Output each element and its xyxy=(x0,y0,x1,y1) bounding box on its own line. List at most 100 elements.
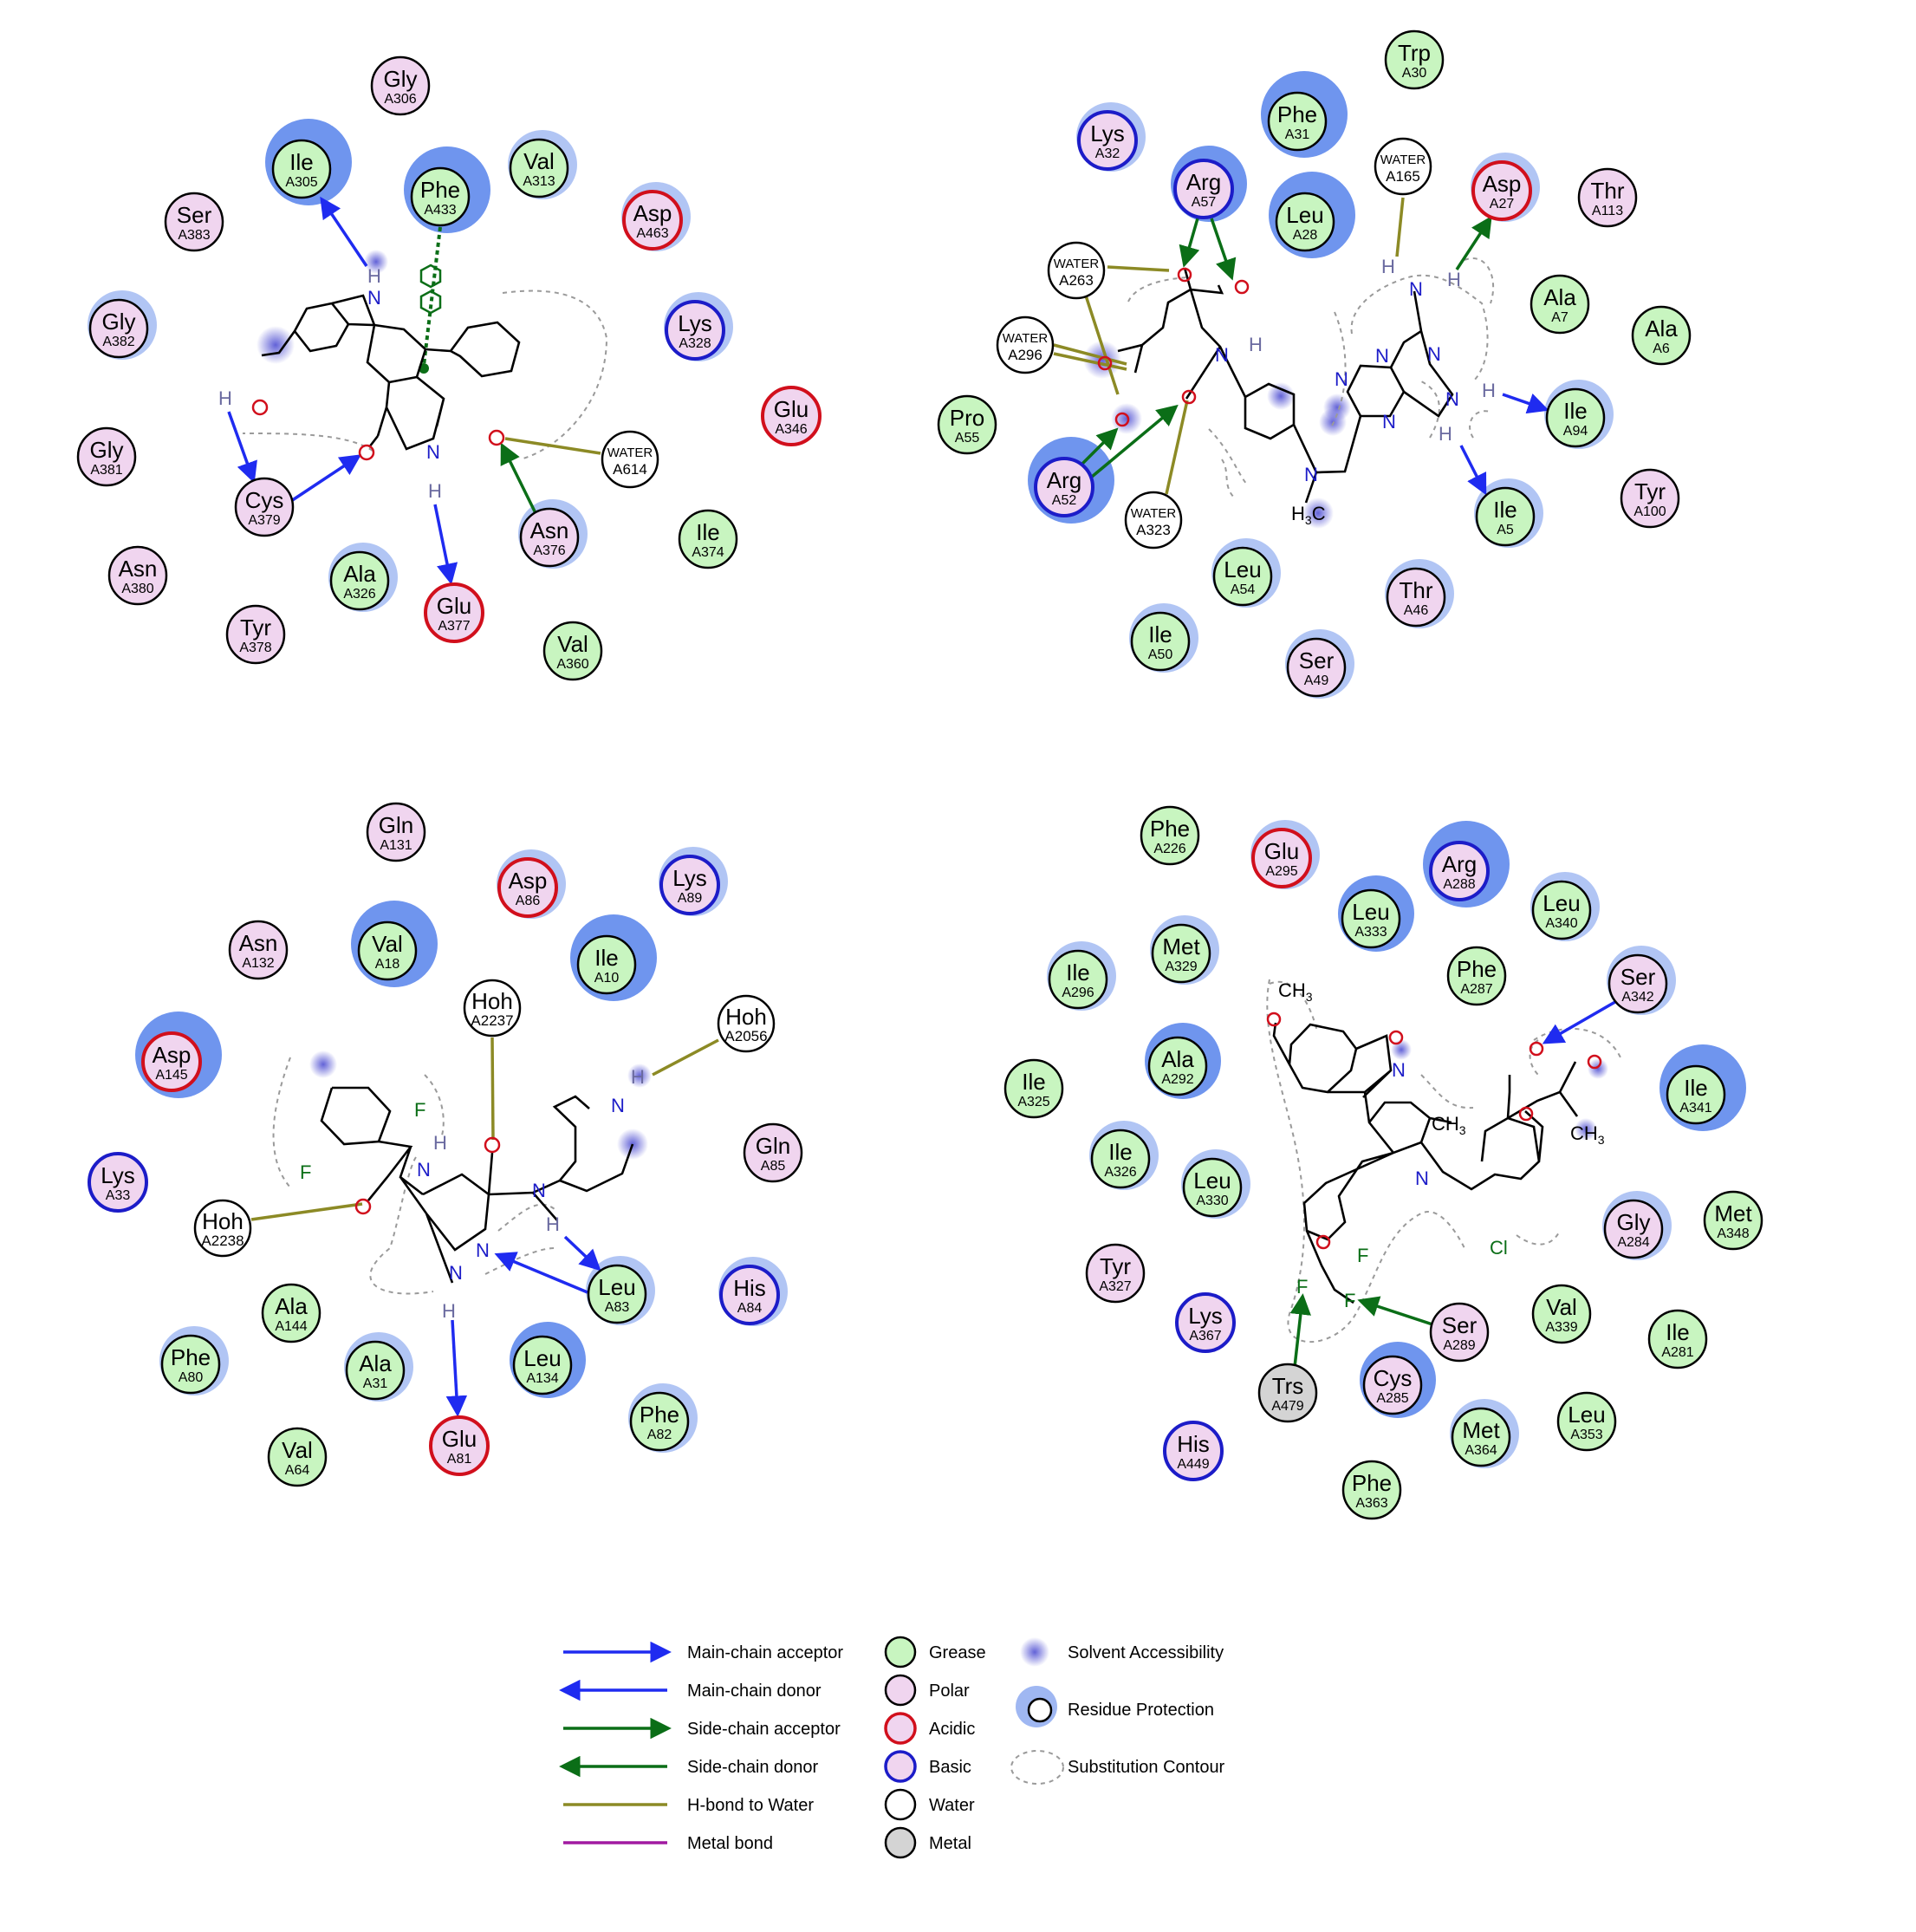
water-hbond xyxy=(652,1038,719,1077)
residue-name: Ile xyxy=(1493,497,1517,523)
svg-text:H: H xyxy=(433,1132,447,1154)
water-hbond xyxy=(1107,265,1170,272)
residue-circle xyxy=(743,1122,803,1183)
residue-number: A364 xyxy=(1465,1443,1497,1458)
residue-protection-halos xyxy=(88,71,1746,1468)
residue-name: Leu xyxy=(1286,202,1323,228)
legend-label: Residue Protection xyxy=(1068,1701,1214,1720)
svg-text:H: H xyxy=(1381,256,1395,277)
residue-name: Ile xyxy=(1684,1075,1707,1101)
residue-number: A6 xyxy=(1653,342,1670,356)
residue-circle xyxy=(1446,946,1507,1006)
residue-name: Ser xyxy=(1620,964,1656,990)
residue-name: Val xyxy=(557,631,588,657)
residue-number: A353 xyxy=(1570,1428,1602,1442)
svg-text:N: N xyxy=(1335,368,1348,390)
solvent-spot xyxy=(1575,1118,1597,1141)
residue-number: A288 xyxy=(1443,877,1475,892)
residue-name: Glu xyxy=(442,1426,477,1452)
solvent-spot xyxy=(1083,341,1121,379)
residue-name: Ile xyxy=(1108,1139,1132,1165)
water-hbond xyxy=(1395,197,1405,257)
legend-label: Acidic xyxy=(929,1720,975,1739)
residue-number: A376 xyxy=(533,543,565,558)
residue-name: Leu xyxy=(1193,1168,1231,1194)
residue-circle xyxy=(542,621,603,681)
water-hbond xyxy=(1083,292,1120,395)
water-number: A296 xyxy=(1008,347,1042,363)
main-chain-hbond xyxy=(290,454,362,503)
legend-label: Substitution Contour xyxy=(1068,1758,1225,1777)
residue-number: A80 xyxy=(179,1370,204,1385)
water-circle xyxy=(1047,241,1106,300)
main-chain-hbond xyxy=(445,1319,468,1417)
legend-label: Side-chain acceptor xyxy=(687,1720,841,1739)
residue-circle xyxy=(88,1152,148,1213)
residue-circle xyxy=(519,507,580,568)
residue-circle xyxy=(1212,546,1273,607)
residue-name: Asn xyxy=(119,556,158,582)
water-name: Hoh xyxy=(471,988,513,1014)
legend-label: H-bond to Water xyxy=(687,1796,814,1815)
residue-name: Lys xyxy=(672,865,707,891)
residue-name: Ser xyxy=(1299,647,1335,673)
residue-name: Ala xyxy=(1161,1046,1194,1072)
water-hbond xyxy=(1053,343,1127,366)
residue-name: Gln xyxy=(756,1133,790,1159)
residue-number: A330 xyxy=(1196,1194,1228,1208)
residue-number: A284 xyxy=(1617,1235,1649,1250)
residue-number: A380 xyxy=(121,582,153,596)
residue-number: A449 xyxy=(1177,1457,1209,1472)
side-chain-hbond xyxy=(500,442,537,514)
residue-number: A131 xyxy=(380,838,412,853)
residue-circle xyxy=(1003,1058,1064,1119)
residue-name: Val xyxy=(523,148,555,174)
residue-number: A383 xyxy=(178,228,210,243)
side-chain-hbond xyxy=(1455,215,1492,270)
main-chain-hbond xyxy=(433,504,458,585)
residue-circle xyxy=(1631,305,1692,366)
main-chain-hbond xyxy=(1542,998,1620,1044)
legend-swatch-metal xyxy=(884,1826,917,1859)
residue-circle xyxy=(107,545,168,606)
residue-number: A30 xyxy=(1402,66,1427,81)
water-number: A165 xyxy=(1386,168,1420,185)
residue-number: A295 xyxy=(1265,864,1297,879)
solvent-accessibility-spots xyxy=(257,250,1608,1160)
residue-name: Tyr xyxy=(240,615,271,641)
svg-text:N: N xyxy=(1304,464,1318,485)
residue-number: A281 xyxy=(1661,1345,1693,1360)
residue-number: A84 xyxy=(737,1301,763,1316)
residue-number: A86 xyxy=(516,894,541,908)
svg-text:N: N xyxy=(1427,343,1441,365)
water-circle xyxy=(193,1199,252,1258)
residue-name: Glu xyxy=(774,396,809,422)
residue-circle xyxy=(1362,1355,1423,1415)
residue-number: A363 xyxy=(1355,1496,1387,1511)
residue-number: A377 xyxy=(438,619,470,634)
residue-name: Asp xyxy=(509,868,548,894)
residue-circle xyxy=(261,1283,321,1343)
side-chain-hbond xyxy=(1078,427,1119,468)
residue-name: Ala xyxy=(1543,284,1576,310)
